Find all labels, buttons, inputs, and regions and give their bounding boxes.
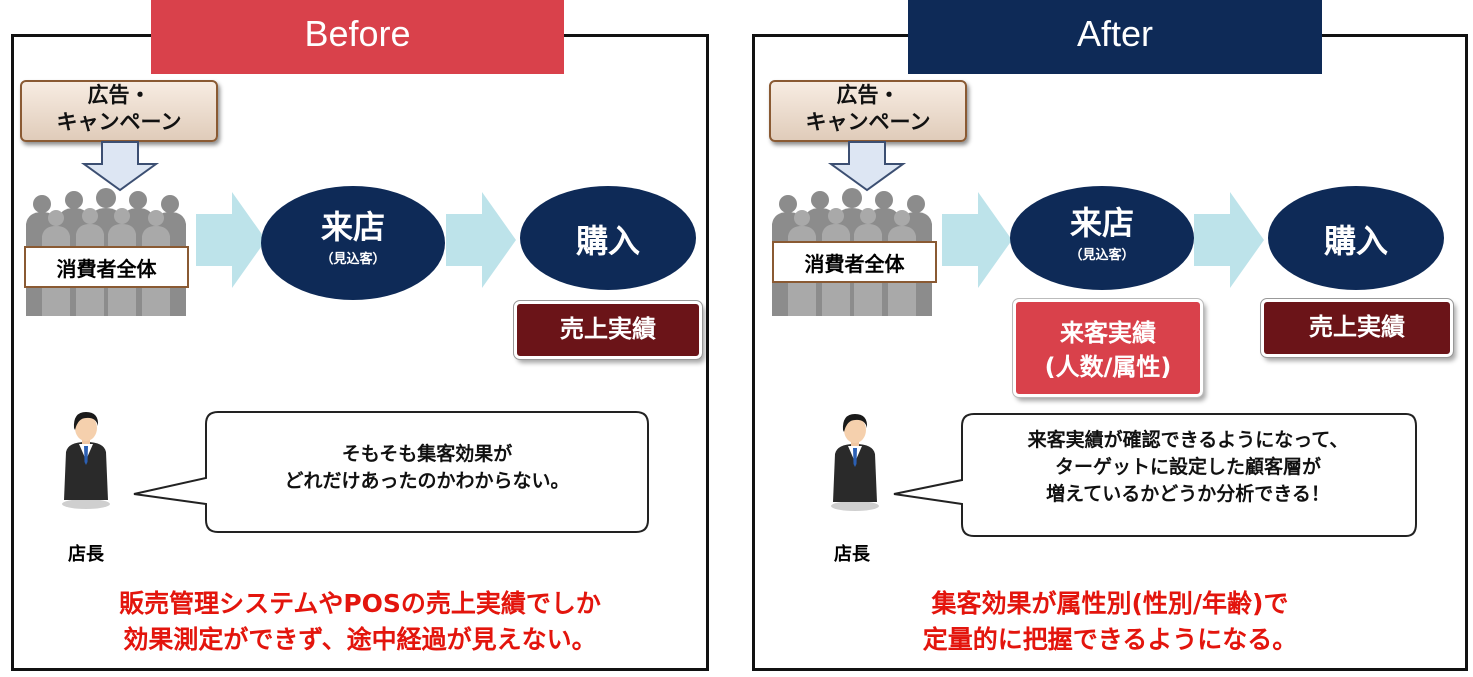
before-conclusion: 販売管理システムやPOSの売上実績でしか 効果測定ができず、途中経過が見えない。 — [20, 586, 700, 658]
purchase-label: 購入 — [1323, 222, 1388, 260]
before-visit-oval: 来店 （見込客） — [261, 186, 445, 300]
before-purchase-oval: 購入 — [520, 186, 696, 290]
after-down-arrow-icon — [827, 141, 907, 192]
before-bubble-text: そもそも集客効果が どれだけあったのかわからない。 — [206, 441, 648, 495]
after-header: After — [908, 0, 1322, 74]
after-arrow-2-icon — [1194, 192, 1264, 288]
visit-sub-label: （見込客） — [320, 252, 386, 267]
after-conclusion: 集客効果が属性別(性別/年齢)で 定量的に把握できるようになる。 — [760, 586, 1460, 658]
before-manager-label: 店長 — [68, 544, 104, 565]
bubble-line-1: 来客実績が確認できるようになって、 — [1027, 429, 1349, 451]
visitor-results-line-2: (人数/属性) — [1044, 353, 1172, 381]
bubble-line-2: ターゲットに設定した顧客層が — [1054, 456, 1321, 478]
after-bubble-text: 来客実績が確認できるようになって、 ターゲットに設定した顧客層が 増えているかど… — [966, 427, 1410, 508]
before-header: Before — [151, 0, 564, 74]
after-arrow-1-icon — [942, 192, 1012, 288]
visit-label: 来店 — [1069, 204, 1134, 242]
after-ad-campaign-box: 広告・ キャンペーン — [769, 80, 967, 142]
after-manager-label: 店長 — [834, 544, 870, 565]
conclusion-line-2: 定量的に把握できるようになる。 — [922, 625, 1298, 654]
after-speech-bubble — [893, 413, 1417, 537]
before-speech-bubble — [133, 411, 649, 533]
before-ad-campaign-box: 広告・ キャンペーン — [20, 80, 218, 142]
visitor-results-line-1: 来客実績 — [1060, 319, 1156, 347]
after-manager-icon — [831, 414, 879, 511]
purchase-label: 購入 — [575, 222, 640, 260]
conclusion-line-1: 集客効果が属性別(性別/年齢)で — [931, 589, 1289, 618]
conclusion-line-1: 販売管理システムやPOSの売上実績でしか — [119, 589, 601, 618]
ad-line-1: 広告・ — [836, 83, 900, 107]
conclusion-line-2: 効果測定ができず、途中経過が見えない。 — [123, 625, 597, 654]
bubble-line-2: どれだけあったのかわからない。 — [284, 470, 570, 492]
after-visitor-results-box: 来客実績 (人数/属性) — [1012, 298, 1204, 398]
before-sales-box: 売上実績 — [513, 300, 703, 360]
after-consumers-label: 消費者全体 — [772, 241, 937, 283]
before-manager-icon — [62, 412, 110, 509]
before-down-arrow-icon — [80, 141, 160, 192]
before-consumers-label: 消費者全体 — [24, 246, 189, 288]
before-arrow-1-icon — [196, 192, 266, 288]
ad-line-2: キャンペーン — [805, 110, 931, 134]
before-arrow-2-icon — [446, 192, 516, 288]
ad-line-2: キャンペーン — [56, 110, 182, 134]
ad-line-1: 広告・ — [87, 83, 151, 107]
bubble-line-1: そもそも集客効果が — [341, 443, 513, 465]
visit-label: 来店 — [320, 208, 385, 246]
bubble-line-3: 増えているかどうか分析できる！ — [1046, 483, 1330, 505]
after-visit-oval: 来店 （見込客） — [1010, 186, 1194, 290]
after-sales-box: 売上実績 — [1260, 298, 1454, 358]
visit-sub-label: （見込客） — [1069, 248, 1135, 263]
after-purchase-oval: 購入 — [1268, 186, 1444, 290]
